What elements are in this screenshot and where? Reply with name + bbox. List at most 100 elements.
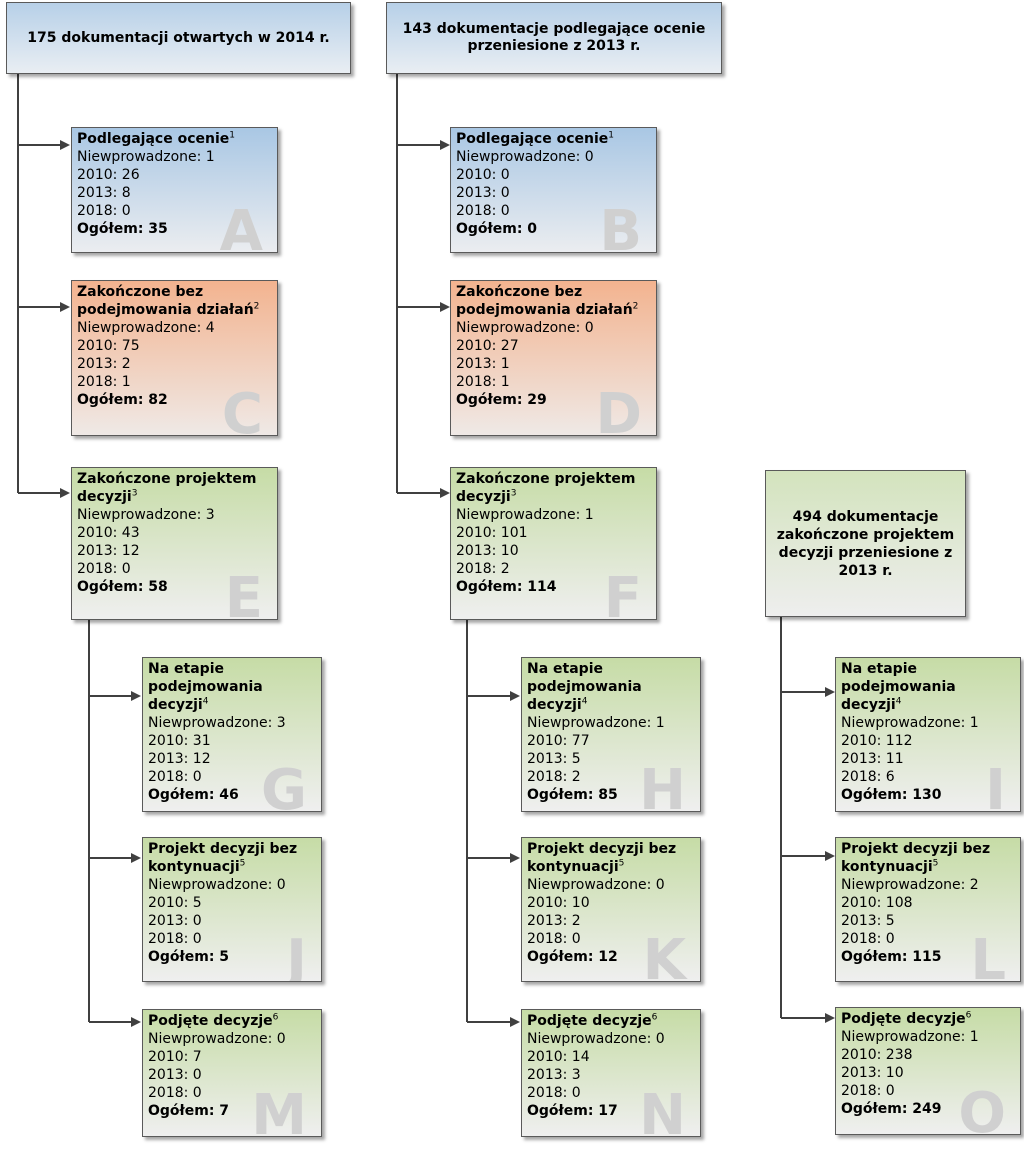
node-letter: O: [958, 1081, 1006, 1135]
node-unentered: Niewprowadzone: 0: [527, 877, 665, 893]
node-title: Na etapie podejmowania decyzji4: [148, 661, 263, 713]
node-total: Ogółem: 46: [148, 787, 239, 803]
node-title: Zakończone bez podejmowania działań2: [77, 284, 260, 318]
node-2010: 2010: 26: [77, 167, 140, 183]
node-2018: 2018: 0: [527, 1085, 581, 1101]
node-title: Projekt decyzji bez kontynuacji5: [841, 841, 991, 875]
node-title: Zakończone projektem decyzji3: [456, 471, 636, 505]
node-letter: E: [224, 566, 263, 620]
node-title: Zakończone bez podejmowania działań2: [456, 284, 639, 318]
node-2013: 2013: 11: [841, 751, 904, 767]
node-letter: K: [642, 928, 686, 982]
node-total: Ogółem: 17: [527, 1103, 618, 1119]
node-2010: 2010: 238: [841, 1047, 913, 1063]
node-title: Projekt decyzji bez kontynuacji5: [148, 841, 298, 875]
node-H: Na etapie podejmowania decyzji4 Niewprow…: [521, 657, 701, 812]
node-2010: 2010: 27: [456, 338, 519, 354]
node-letter: G: [261, 758, 307, 812]
node-letter: B: [599, 199, 642, 253]
node-2018: 2018: 0: [527, 931, 581, 947]
node-2013: 2013: 0: [456, 185, 510, 201]
node-total: Ogółem: 82: [77, 392, 168, 408]
node-total: Ogółem: 35: [77, 221, 168, 237]
node-A: Podlegające ocenie1 Niewprowadzone: 1 20…: [71, 127, 278, 253]
node-2010: 2010: 77: [527, 733, 590, 749]
node-G: Na etapie podejmowania decyzji4 Niewprow…: [142, 657, 322, 812]
node-J: Projekt decyzji bez kontynuacji5 Niewpro…: [142, 837, 322, 982]
node-letter: C: [221, 382, 263, 436]
node-total: Ogółem: 115: [841, 949, 942, 965]
node-D: Zakończone bez podejmowania działań2 Nie…: [450, 280, 657, 436]
node-2018: 2018: 2: [527, 769, 581, 785]
node-letter: I: [985, 758, 1006, 812]
node-C: Zakończone bez podejmowania działań2 Nie…: [71, 280, 278, 436]
node-M: Podjęte decyzje6 Niewprowadzone: 0 2010:…: [142, 1009, 322, 1137]
header-2014-opened-label: 175 dokumentacji otwartych w 2014 r.: [27, 29, 330, 46]
node-letter: H: [639, 758, 686, 812]
node-title: Zakończone projektem decyzji3: [77, 471, 257, 505]
node-unentered: Niewprowadzone: 1: [77, 149, 215, 165]
node-letter: A: [219, 199, 263, 253]
node-unentered: Niewprowadzone: 1: [841, 715, 979, 731]
node-2010: 2010: 31: [148, 733, 211, 749]
node-E: Zakończone projektem decyzji3 Niewprowad…: [71, 467, 278, 620]
node-2018: 2018: 0: [77, 561, 131, 577]
header-2013-carried-draft-decision-label: 494 dokumentacje zakończone projektem de…: [776, 508, 955, 579]
node-2010: 2010: 7: [148, 1049, 202, 1065]
node-letter: M: [251, 1083, 307, 1137]
node-unentered: Niewprowadzone: 0: [456, 320, 594, 336]
node-2010: 2010: 0: [456, 167, 510, 183]
node-2013: 2013: 0: [148, 913, 202, 929]
node-2018: 2018: 0: [148, 931, 202, 947]
node-F: Zakończone projektem decyzji3 Niewprowad…: [450, 467, 657, 620]
node-2018: 2018: 0: [148, 1085, 202, 1101]
node-unentered: Niewprowadzone: 4: [77, 320, 215, 336]
header-2013-carried-draft-decision: 494 dokumentacje zakończone projektem de…: [765, 470, 966, 617]
node-B: Podlegające ocenie1 Niewprowadzone: 0 20…: [450, 127, 657, 253]
node-total: Ogółem: 7: [148, 1103, 230, 1119]
node-2018: 2018: 0: [77, 203, 131, 219]
node-2018: 2018: 0: [841, 1083, 895, 1099]
node-2013: 2013: 5: [527, 751, 581, 767]
node-unentered: Niewprowadzone: 2: [841, 877, 979, 893]
node-2013: 2013: 10: [456, 543, 519, 559]
header-2014-opened: 175 dokumentacji otwartych w 2014 r.: [6, 2, 351, 74]
node-2013: 2013: 1: [456, 356, 510, 372]
node-2010: 2010: 10: [527, 895, 590, 911]
node-2018: 2018: 1: [77, 374, 131, 390]
node-O: Podjęte decyzje6 Niewprowadzone: 1 2010:…: [835, 1007, 1021, 1135]
node-I: Na etapie podejmowania decyzji4 Niewprow…: [835, 657, 1021, 812]
node-2018: 2018: 1: [456, 374, 510, 390]
node-total: Ogółem: 130: [841, 787, 942, 803]
node-2013: 2013: 5: [841, 913, 895, 929]
header-2013-carried-assessment: 143 dokumentacje podlegające ocenie prze…: [386, 2, 722, 74]
node-2010: 2010: 14: [527, 1049, 590, 1065]
node-total: Ogółem: 5: [148, 949, 230, 965]
node-2018: 2018: 2: [456, 561, 510, 577]
node-2013: 2013: 0: [148, 1067, 202, 1083]
node-2013: 2013: 2: [77, 356, 131, 372]
node-K: Projekt decyzji bez kontynuacji5 Niewpro…: [521, 837, 701, 982]
node-2010: 2010: 101: [456, 525, 528, 541]
node-title: Na etapie podejmowania decyzji4: [841, 661, 956, 713]
node-2013: 2013: 8: [77, 185, 131, 201]
node-2018: 2018: 0: [841, 931, 895, 947]
node-unentered: Niewprowadzone: 0: [527, 1031, 665, 1047]
node-total: Ogółem: 249: [841, 1101, 942, 1117]
node-unentered: Niewprowadzone: 1: [527, 715, 665, 731]
node-title: Projekt decyzji bez kontynuacji5: [527, 841, 677, 875]
node-title: Podjęte decyzje6: [148, 1012, 279, 1029]
node-letter: J: [286, 928, 307, 982]
node-2013: 2013: 2: [527, 913, 581, 929]
node-unentered: Niewprowadzone: 0: [456, 149, 594, 165]
node-total: Ogółem: 29: [456, 392, 547, 408]
node-2013: 2013: 10: [841, 1065, 904, 1081]
node-2013: 2013: 3: [527, 1067, 581, 1083]
node-2010: 2010: 5: [148, 895, 202, 911]
node-letter: D: [595, 382, 642, 436]
node-letter: L: [970, 928, 1006, 982]
node-title: Na etapie podejmowania decyzji4: [527, 661, 642, 713]
node-L: Projekt decyzji bez kontynuacji5 Niewpro…: [835, 837, 1021, 982]
node-total: Ogółem: 58: [77, 579, 168, 595]
